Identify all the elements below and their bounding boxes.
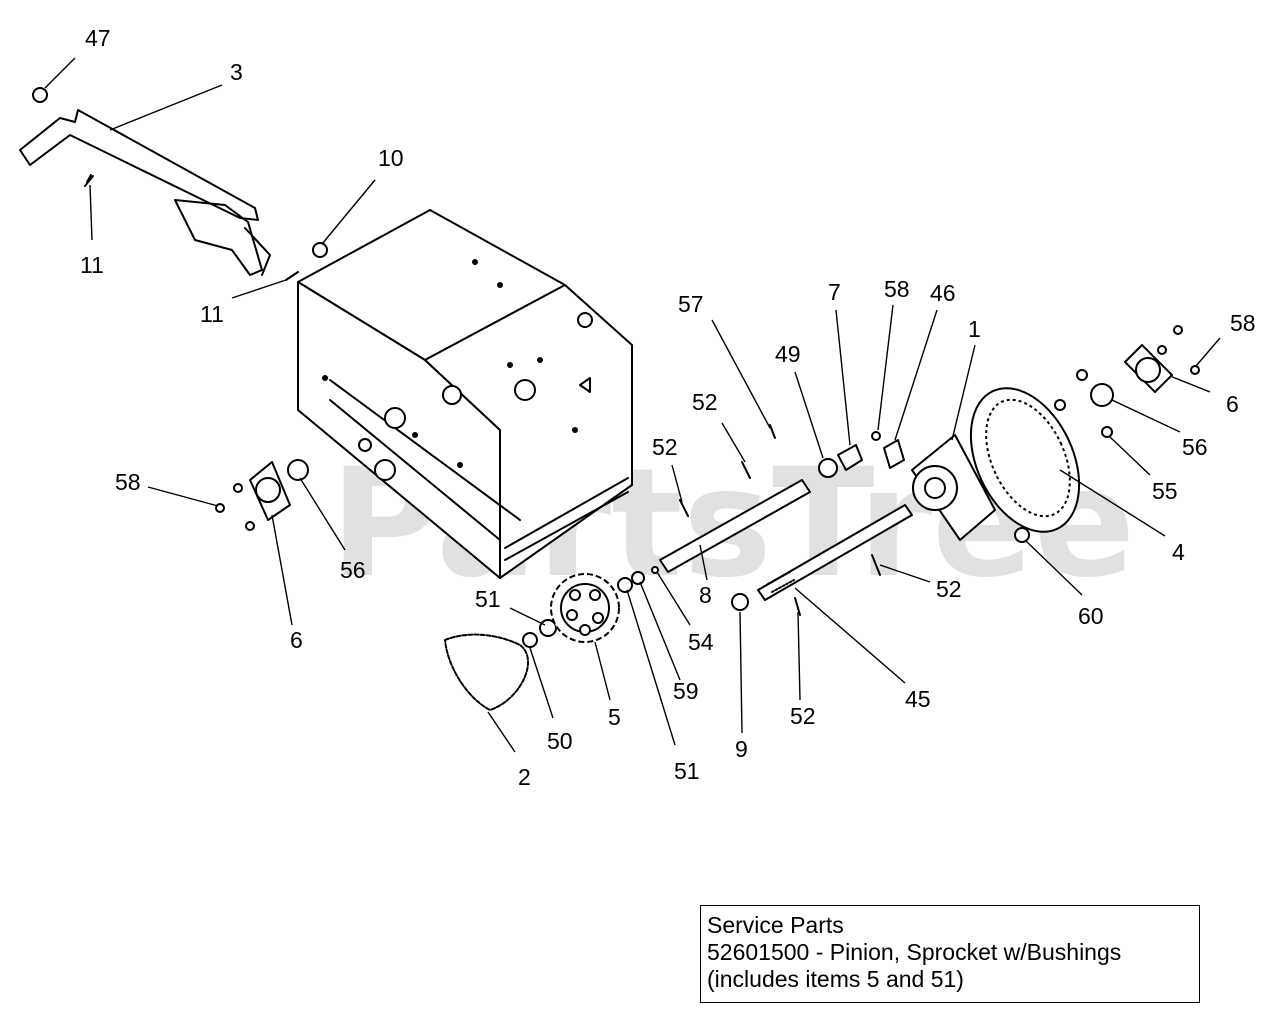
callout-57: 57 <box>678 291 704 317</box>
part-52-pin-d <box>871 554 881 576</box>
callout-46: 46 <box>930 280 956 306</box>
part-58-right-bolts <box>1157 325 1200 375</box>
part-2-chain <box>444 633 530 711</box>
callout-3: 3 <box>230 59 243 85</box>
callout-51: 51 <box>475 586 501 612</box>
part-51-bushing-b <box>617 577 633 593</box>
callout-9: 9 <box>735 736 748 762</box>
part-3-shift-lever <box>19 109 271 276</box>
part-5-sprocket <box>550 573 620 643</box>
part-52-pin-b <box>741 461 751 479</box>
part-45-shaft <box>757 504 913 601</box>
callout-55: 55 <box>1152 478 1178 504</box>
part-50-bushing <box>522 632 538 648</box>
callout-45: 45 <box>905 686 931 712</box>
callout-2: 2 <box>518 764 531 790</box>
callout-51-b: 51 <box>674 758 700 784</box>
callout-56: 56 <box>1182 434 1208 460</box>
callout-8: 8 <box>699 582 712 608</box>
callout-11-b: 11 <box>200 301 224 327</box>
callout-49: 49 <box>775 341 801 367</box>
part-46-plate <box>883 439 905 469</box>
callout-50: 50 <box>547 728 573 754</box>
callout-52: 52 <box>692 389 718 415</box>
part-58-left-bolts <box>215 483 255 531</box>
callout-52-b: 52 <box>652 434 678 460</box>
part-49-bushing <box>818 458 838 478</box>
callout-60: 60 <box>1078 603 1104 629</box>
part-9-fitting <box>731 593 749 611</box>
service-parts-note: (includes items 5 and 51) <box>707 966 964 992</box>
part-54-pin <box>651 566 659 574</box>
part-10-bushing <box>312 242 328 258</box>
callout-58: 58 <box>884 276 910 302</box>
part-55-bolts <box>1054 369 1113 438</box>
callout-58-c: 58 <box>115 469 141 495</box>
part-57-rod <box>769 424 776 439</box>
part-4-friction-wheel <box>969 387 1081 533</box>
callout-10: 10 <box>378 145 404 171</box>
part-7-bracket <box>837 444 863 471</box>
part-11-pin-b <box>285 271 299 281</box>
service-parts-title: Service Parts <box>707 912 844 938</box>
callout-6: 6 <box>1226 391 1239 417</box>
part-56-left-bearing <box>287 459 309 481</box>
part-52-pin-c <box>794 597 801 616</box>
callout-4: 4 <box>1172 539 1185 565</box>
callout-6-b: 6 <box>290 627 303 653</box>
callout-52-d: 52 <box>790 703 816 729</box>
callout-5: 5 <box>608 704 621 730</box>
part-56-right-bearing <box>1090 383 1114 407</box>
part-47-nut <box>32 87 48 103</box>
callout-56-b: 56 <box>340 557 366 583</box>
leader-lines <box>44 57 1221 753</box>
callout-7: 7 <box>828 279 841 305</box>
part-52-pin-a <box>679 499 689 517</box>
part-58-bolt-center <box>871 431 881 441</box>
housing-frame <box>297 209 633 579</box>
callout-52-c: 52 <box>936 576 962 602</box>
service-parts-box: Service Parts 52601500 - Pinion, Sprocke… <box>700 905 1200 1003</box>
part-59-washer <box>631 571 645 585</box>
part-6-left-flange <box>249 461 291 521</box>
part-11-pin <box>84 174 94 187</box>
callout-59: 59 <box>673 678 699 704</box>
callout-58-b: 58 <box>1230 310 1256 336</box>
callout-54: 54 <box>688 629 714 655</box>
callout-1: 1 <box>968 316 981 342</box>
part-60-washer <box>1014 527 1030 543</box>
service-parts-item: 52601500 - Pinion, Sprocket w/Bushings <box>707 939 1122 965</box>
callout-11: 11 <box>80 252 104 278</box>
part-6-right-flange <box>1124 344 1173 393</box>
part-1-housing <box>911 434 996 541</box>
callout-47: 47 <box>85 25 111 51</box>
part-8-shaft <box>659 479 811 573</box>
